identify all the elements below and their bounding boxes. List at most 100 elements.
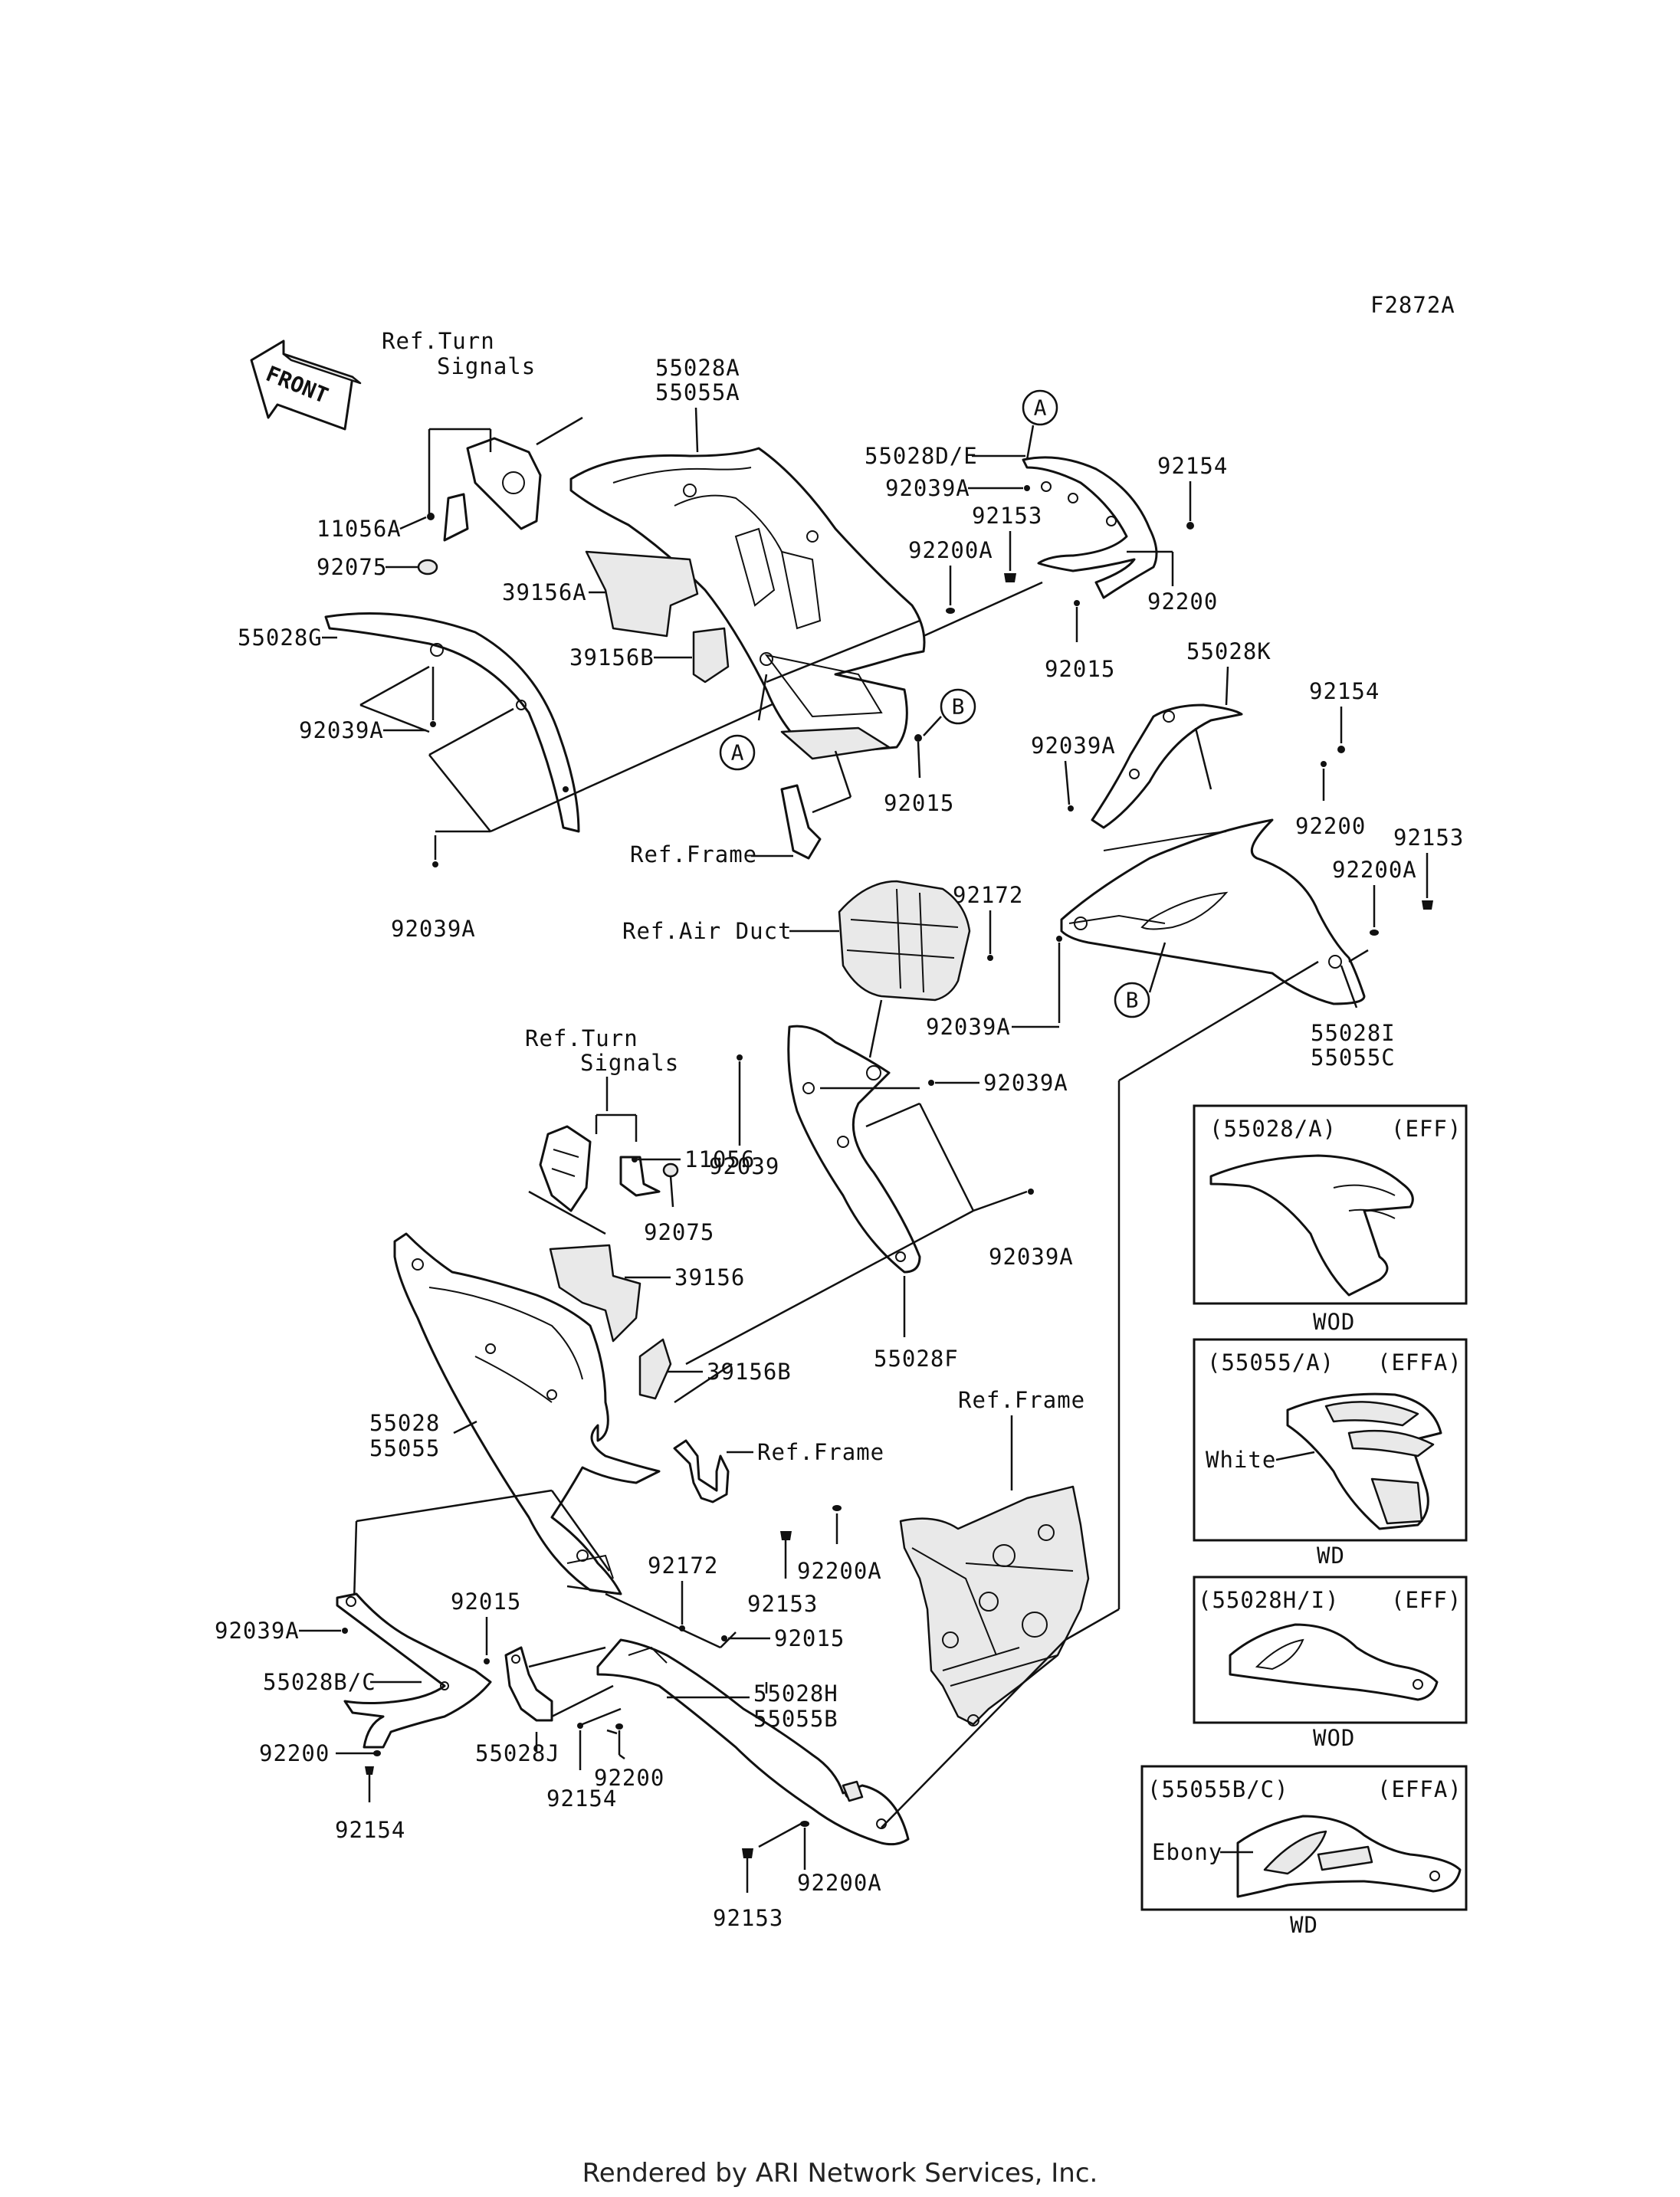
front-arrow-icon: FRONT [250, 339, 362, 431]
part-92200-label-1[interactable]: 92200 [1147, 589, 1218, 615]
part-92039a-label-4[interactable]: 92039A [1031, 733, 1116, 759]
part-11056a-label[interactable]: 11056A [317, 516, 402, 542]
part-92075-label-2[interactable]: 92075 [644, 1219, 714, 1245]
part-92015-label-3[interactable]: 92015 [451, 1589, 521, 1615]
part-92015-label-4[interactable]: 92015 [774, 1625, 845, 1651]
bracket-55028j [504, 1646, 553, 1722]
part-92153-label-4[interactable]: 92153 [713, 1905, 783, 1931]
variant-box-4: (55055B/C) (EFFA) Ebony WD [1140, 1765, 1468, 1938]
part-39156b-label-1[interactable]: 39156B [569, 644, 655, 671]
pad-39156b-lower [638, 1338, 672, 1400]
part-92200-label-3[interactable]: 92200 [259, 1740, 330, 1766]
inner-panel-55028f [787, 1025, 921, 1274]
part-55028a-label[interactable]: 55028A [655, 355, 740, 381]
part-55055a-label[interactable]: 55055A [655, 379, 740, 405]
variant-1-cowl-icon [1209, 1154, 1414, 1297]
variant-2-finish: WD [1317, 1543, 1345, 1569]
ref-air-duct-label: Ref.Air Duct [622, 918, 792, 944]
part-55028de-label[interactable]: 55028D/E [865, 443, 978, 469]
part-92172-label-2[interactable]: 92172 [648, 1553, 718, 1579]
part-92075-label-1[interactable]: 92075 [317, 554, 387, 580]
variant-1-color-code: (EFF) [1391, 1116, 1462, 1142]
frame-bracket-lower [673, 1439, 730, 1503]
footer-credit: Rendered by ARI Network Services, Inc. [582, 2158, 1098, 2189]
part-55055c-label[interactable]: 55055C [1311, 1044, 1396, 1071]
variant-2-color-name: White [1206, 1447, 1276, 1473]
lower-panel-55028bc [336, 1592, 492, 1749]
part-11056-label[interactable]: 11056 [684, 1146, 755, 1172]
main-frame [899, 1485, 1090, 1726]
variant-box-2: (55055/A) (EFFA) White WD [1193, 1338, 1468, 1569]
part-55028bc-label[interactable]: 55028B/C [263, 1669, 376, 1695]
part-92015-label-1[interactable]: 92015 [884, 790, 954, 816]
part-92039a-label-5[interactable]: 92039A [926, 1014, 1011, 1040]
part-92200-label-4[interactable]: 92200 [594, 1765, 664, 1791]
variant-3-code: (55028H/I) [1198, 1587, 1340, 1613]
part-92200a-label-1[interactable]: 92200A [908, 537, 993, 563]
pad-39156a [585, 550, 699, 638]
callout-a-left: A [731, 740, 744, 766]
part-92039a-label-8[interactable]: 92039A [215, 1618, 300, 1644]
part-92153-label-1[interactable]: 92153 [972, 503, 1042, 529]
small-panel-55028k [1091, 703, 1243, 829]
variant-4-finish: WD [1290, 1912, 1318, 1938]
variant-3-color-code: (EFF) [1391, 1587, 1462, 1613]
part-55055b-label[interactable]: 55055B [753, 1706, 838, 1732]
variant-3-cowl-icon [1229, 1623, 1439, 1701]
ref-turn-signals-label-2a: Ref.Turn [525, 1025, 638, 1051]
part-55028h-label[interactable]: 55028H [753, 1681, 838, 1707]
variant-box-1: (55028/A) (EFF) WOD [1193, 1104, 1468, 1335]
part-92153-label-2[interactable]: 92153 [1393, 825, 1464, 851]
part-55028g-label[interactable]: 55028G [238, 625, 323, 651]
part-39156-label[interactable]: 39156 [674, 1264, 745, 1290]
turn-signal-bracket-upper [428, 416, 583, 542]
part-92154-label-3[interactable]: 92154 [335, 1817, 405, 1843]
variant-4-color-name: Ebony [1152, 1839, 1222, 1865]
variant-4-code: (55055B/C) [1147, 1776, 1289, 1802]
callout-b-right: B [1126, 988, 1139, 1013]
part-92200a-label-4[interactable]: 92200A [797, 1870, 882, 1896]
part-55028f-label[interactable]: 55028F [874, 1346, 959, 1372]
variant-2-code: (55055/A) [1207, 1349, 1334, 1376]
part-92015-label-2[interactable]: 92015 [1045, 656, 1115, 682]
part-55055-label[interactable]: 55055 [369, 1435, 440, 1461]
part-92172-label-1[interactable]: 92172 [953, 882, 1023, 908]
part-92200a-label-2[interactable]: 92200A [1332, 857, 1417, 883]
variant-1-finish: WOD [1313, 1309, 1355, 1335]
variant-4-color-code: (EFFA) [1377, 1776, 1462, 1802]
part-92039a-label-1[interactable]: 92039A [299, 717, 384, 743]
upper-cowl-55028a [569, 447, 926, 760]
part-92039a-label-6[interactable]: 92039A [983, 1070, 1068, 1096]
part-92154-label-2[interactable]: 92154 [1309, 678, 1380, 704]
variant-3-finish: WOD [1313, 1725, 1355, 1751]
lower-cowl-55028h [596, 1638, 910, 1846]
frame-bracket-upper [780, 784, 822, 860]
part-92039-label[interactable]: 92039 [709, 1153, 779, 1179]
part-92039a-label-2[interactable]: 92039A [391, 916, 476, 942]
part-55028i-label[interactable]: 55028I [1311, 1020, 1396, 1046]
callout-a-upper: A [1034, 395, 1047, 421]
part-92200-label-2[interactable]: 92200 [1295, 813, 1366, 839]
part-55028k-label[interactable]: 55028K [1186, 638, 1271, 664]
part-92200a-label-3[interactable]: 92200A [797, 1558, 882, 1584]
variant-box-3: (55028H/I) (EFF) WOD [1193, 1576, 1468, 1751]
part-92154-label-4[interactable]: 92154 [546, 1785, 617, 1812]
inner-panel-55028g [324, 612, 580, 833]
part-39156a-label[interactable]: 39156A [502, 579, 587, 605]
turn-signal-bracket-lower [528, 1113, 661, 1235]
part-92039a-label-3[interactable]: 92039A [885, 475, 970, 501]
part-55028-label[interactable]: 55028 [369, 1410, 440, 1436]
part-92154-label-1[interactable]: 92154 [1157, 453, 1228, 479]
ref-turn-signals-label-1a: Ref.Turn [382, 328, 495, 354]
part-55028j-label[interactable]: 55028J [475, 1740, 560, 1766]
pad-39156 [549, 1244, 641, 1343]
callout-b-upper: B [952, 694, 965, 720]
pad-39156b-upper [692, 627, 730, 684]
part-92153-label-3[interactable]: 92153 [747, 1591, 818, 1617]
ref-turn-signals-label-1b: Signals [437, 353, 536, 379]
ref-frame-label-2: Ref.Frame [757, 1439, 884, 1465]
part-92039a-label-7[interactable]: 92039A [989, 1244, 1074, 1270]
middle-right-cowl-55028i [1060, 818, 1366, 1005]
variant-2-color-code: (EFFA) [1377, 1349, 1462, 1376]
